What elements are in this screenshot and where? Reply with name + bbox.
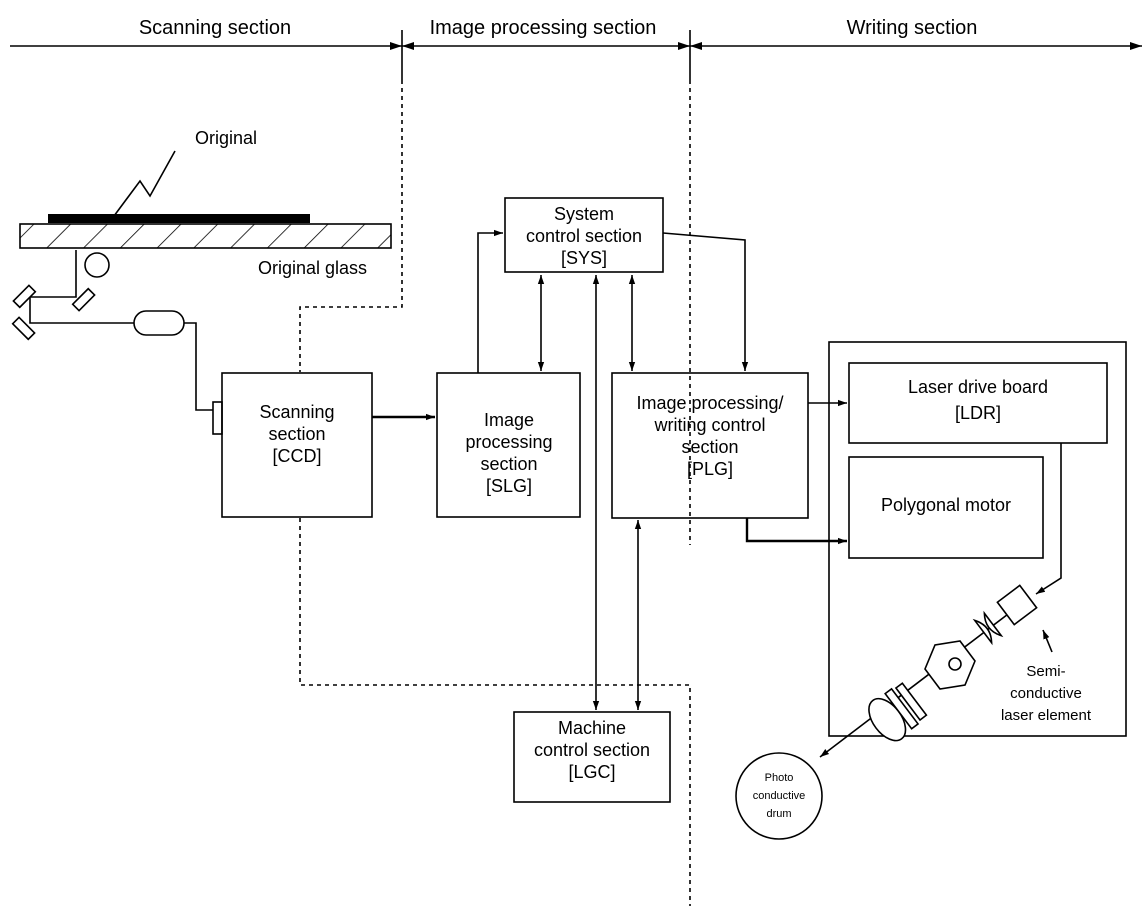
block-sys: System control section [SYS]	[504, 197, 664, 273]
drum-line-3: drum	[766, 808, 791, 820]
polygon-mirror	[924, 640, 976, 690]
collimator-lens	[972, 610, 1004, 646]
slg-line-4: [SLG]	[486, 476, 532, 496]
original-glass	[19, 223, 392, 249]
exposure-lamp	[84, 252, 110, 278]
original-pointer	[113, 150, 176, 217]
ldr-line-1: Laser drive board	[908, 377, 1048, 397]
writing-unit-frame	[828, 341, 1127, 737]
optical-path	[29, 250, 215, 411]
mirror-1	[71, 287, 96, 312]
scanning-optics	[11, 250, 223, 435]
laser-element-callout: Semi- conductive laser element	[1001, 629, 1092, 724]
block-ccd: Scanning section [CCD]	[221, 372, 373, 518]
ldr-to-laser-arrow	[1035, 443, 1062, 595]
mirror-3	[11, 316, 36, 341]
photoconductive-drum: Photo conductive drum	[735, 752, 823, 840]
section-boundaries	[299, 80, 691, 906]
sys-line-2: control section	[526, 226, 642, 246]
plg-line-1: Image processing/	[636, 393, 783, 413]
mirror-2	[12, 284, 37, 309]
lgc-line-1: Machine	[558, 718, 626, 738]
image-processing-section-heading: Image processing section	[430, 17, 657, 39]
sys-line-1: System	[554, 204, 614, 224]
laser-element-line-1: Semi-	[1026, 663, 1065, 680]
drum-line-1: Photo	[765, 772, 794, 784]
lens	[133, 310, 185, 336]
plg-line-4: [PLG]	[687, 459, 733, 479]
scanning-section-heading: Scanning section	[139, 17, 291, 39]
f-theta-lens	[868, 682, 928, 742]
laser-element-line-2: conductive	[1010, 685, 1082, 702]
block-ldr: Laser drive board [LDR]	[848, 362, 1108, 444]
ldr-line-2: [LDR]	[955, 403, 1001, 423]
drum-line-2: conductive	[753, 790, 806, 802]
block-polygonal-motor: Polygonal motor	[848, 456, 1044, 559]
lgc-line-3: [LGC]	[568, 762, 615, 782]
slg-line-1: Image	[484, 410, 534, 430]
writing-section-heading: Writing section	[847, 17, 978, 39]
ccd-sensor	[212, 401, 223, 435]
original-label: Original	[195, 128, 257, 148]
slg-to-sys-arrow	[477, 229, 503, 373]
semiconductor-laser-element	[996, 584, 1038, 626]
polygonal-motor-label: Polygonal motor	[881, 495, 1011, 515]
connections	[372, 229, 1062, 710]
original-glass-label: Original glass	[258, 258, 367, 278]
ccd-line-2: section	[268, 424, 325, 444]
sys-line-3: [SYS]	[561, 248, 607, 268]
plg-to-polygonal-motor-arrow	[745, 518, 847, 545]
lgc-line-2: control section	[534, 740, 650, 760]
block-plg: Image processing/ writing control sectio…	[611, 372, 809, 519]
plg-line-2: writing control	[653, 415, 765, 435]
laser-optics	[819, 584, 1038, 758]
slg-line-3: section	[480, 454, 537, 474]
sys-to-plg-arrow	[662, 232, 749, 371]
ccd-line-1: Scanning	[259, 402, 334, 422]
scanning-boundary	[299, 80, 403, 372]
scanning-boundary-lower	[299, 518, 691, 906]
polygon-mirror-shaft	[948, 657, 962, 671]
section-header: Scanning section Image processing sectio…	[10, 17, 1142, 80]
original-sheet	[48, 214, 310, 223]
ccd-line-3: [CCD]	[273, 446, 322, 466]
plg-line-3: section	[681, 437, 738, 457]
block-lgc: Machine control section [LGC]	[513, 711, 671, 803]
slg-line-2: processing	[465, 432, 552, 452]
block-slg: Image processing section [SLG]	[436, 372, 581, 518]
original-glass-assembly: Original Original glass	[19, 128, 392, 278]
laser-element-line-3: laser element	[1001, 707, 1092, 724]
